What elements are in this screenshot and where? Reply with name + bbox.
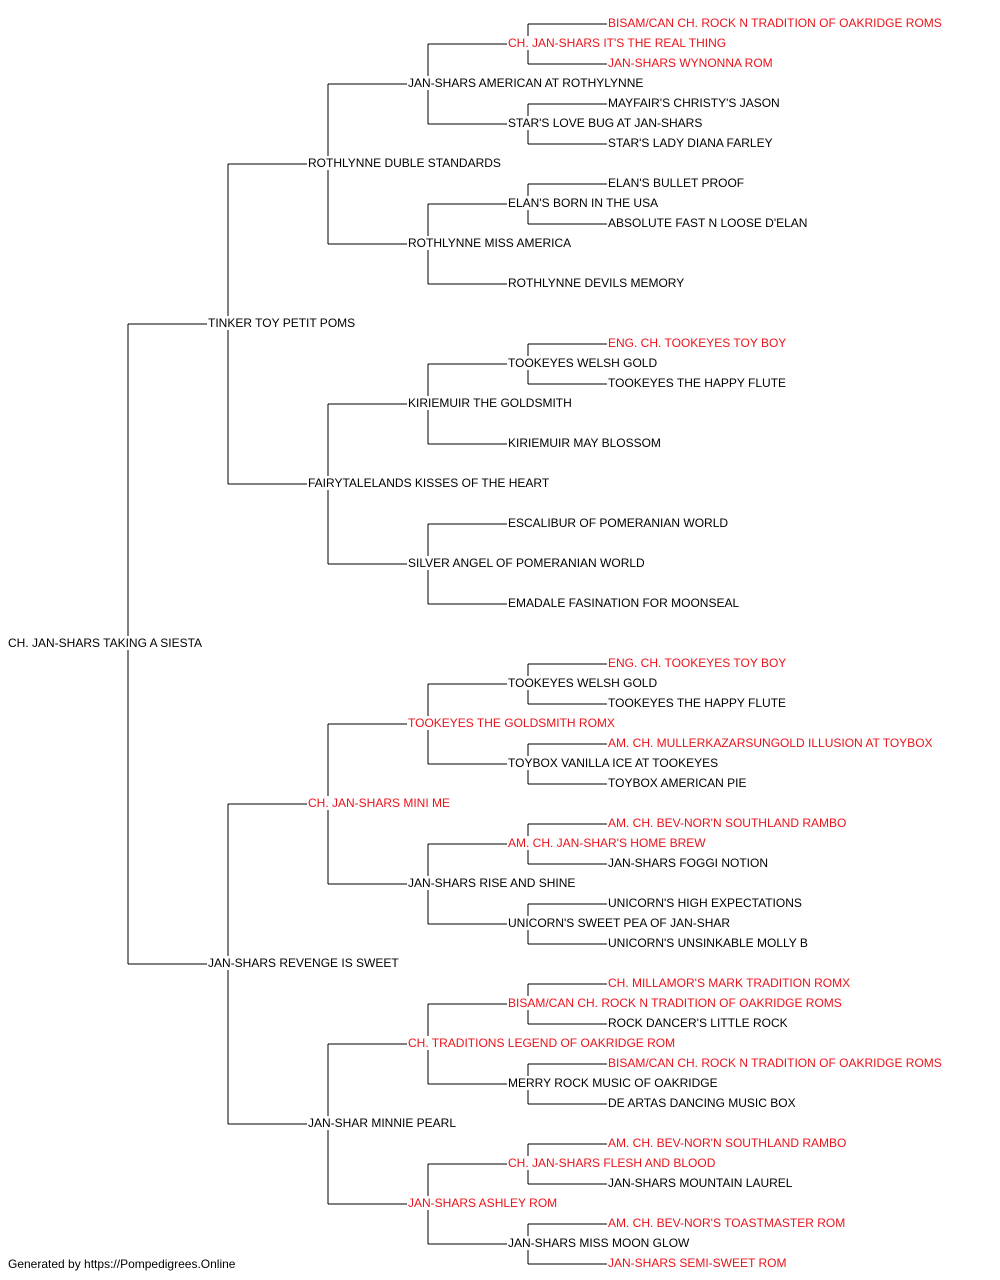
ancestor-name: CH. JAN-SHARS IT'S THE REAL THING — [507, 36, 728, 50]
ancestor-name: TOYBOX VANILLA ICE AT TOOKEYES — [507, 756, 720, 770]
ancestor-name: DE ARTAS DANCING MUSIC BOX — [607, 1096, 797, 1110]
ancestor-name: JAN-SHARS FOGGI NOTION — [607, 856, 770, 870]
ancestor-name: BISAM/CAN CH. ROCK N TRADITION OF OAKRID… — [607, 16, 943, 30]
ancestor-name: JAN-SHARS AMERICAN AT ROTHYLYNNE — [407, 76, 645, 90]
ancestor-name: ABSOLUTE FAST N LOOSE D'ELAN — [607, 216, 809, 230]
ancestor-name: BISAM/CAN CH. ROCK N TRADITION OF OAKRID… — [507, 996, 843, 1010]
ancestor-name: EMADALE FASINATION FOR MOONSEAL — [507, 596, 741, 610]
ancestor-name: AM. CH. BEV-NOR'N SOUTHLAND RAMBO — [607, 816, 848, 830]
ancestor-name: AM. CH. BEV-NOR'S TOASTMASTER ROM — [607, 1216, 847, 1230]
ancestor-name: ROTHLYNNE DEVILS MEMORY — [507, 276, 686, 290]
ancestor-name: JAN-SHARS ASHLEY ROM — [407, 1196, 559, 1210]
ancestor-name: TOOKEYES WELSH GOLD — [507, 676, 659, 690]
ancestor-name: TINKER TOY PETIT POMS — [207, 316, 357, 330]
ancestor-name: KIRIEMUIR MAY BLOSSOM — [507, 436, 662, 450]
ancestor-name: AM. CH. BEV-NOR'N SOUTHLAND RAMBO — [607, 1136, 848, 1150]
ancestor-name: ENG. CH. TOOKEYES TOY BOY — [607, 656, 788, 670]
ancestor-name: TOOKEYES WELSH GOLD — [507, 356, 659, 370]
ancestor-name: JAN-SHARS MOUNTAIN LAUREL — [607, 1176, 794, 1190]
ancestor-name: CH. JAN-SHARS MINI ME — [307, 796, 452, 810]
ancestor-name: CH. JAN-SHARS FLESH AND BLOOD — [507, 1156, 717, 1170]
ancestor-name: JAN-SHARS SEMI-SWEET ROM — [607, 1256, 788, 1270]
ancestor-name: CH. TRADITIONS LEGEND OF OAKRIDGE ROM — [407, 1036, 677, 1050]
ancestor-name: ENG. CH. TOOKEYES TOY BOY — [607, 336, 788, 350]
ancestor-name: KIRIEMUIR THE GOLDSMITH — [407, 396, 573, 410]
ancestor-name: BISAM/CAN CH. ROCK N TRADITION OF OAKRID… — [607, 1056, 943, 1070]
ancestor-name: UNICORN'S UNSINKABLE MOLLY B — [607, 936, 809, 950]
ancestor-name: ELAN'S BULLET PROOF — [607, 176, 746, 190]
ancestor-name: CH. MILLAMOR'S MARK TRADITION ROMX — [607, 976, 852, 990]
ancestor-name: AM. CH. JAN-SHAR'S HOME BREW — [507, 836, 707, 850]
ancestor-name: JAN-SHARS MISS MOON GLOW — [507, 1236, 691, 1250]
ancestor-name: MERRY ROCK MUSIC OF OAKRIDGE — [507, 1076, 719, 1090]
ancestor-name: ROTHLYNNE MISS AMERICA — [407, 236, 573, 250]
ancestor-name: FAIRYTALELANDS KISSES OF THE HEART — [307, 476, 551, 490]
ancestor-name: JAN-SHAR MINNIE PEARL — [307, 1116, 458, 1130]
ancestor-name: JAN-SHARS RISE AND SHINE — [407, 876, 577, 890]
ancestor-name: ROCK DANCER'S LITTLE ROCK — [607, 1016, 789, 1030]
ancestor-name: SILVER ANGEL OF POMERANIAN WORLD — [407, 556, 646, 570]
ancestor-name: STAR'S LADY DIANA FARLEY — [607, 136, 774, 150]
ancestor-name: ROTHLYNNE DUBLE STANDARDS — [307, 156, 502, 170]
ancestor-name: TOOKEYES THE HAPPY FLUTE — [607, 376, 788, 390]
ancestor-name: UNICORN'S SWEET PEA OF JAN-SHAR — [507, 916, 732, 930]
ancestor-name: STAR'S LOVE BUG AT JAN-SHARS — [507, 116, 704, 130]
ancestor-name: TOYBOX AMERICAN PIE — [607, 776, 748, 790]
generator-credit: Generated by https://Pompedigrees.Online — [8, 1257, 236, 1271]
ancestor-name: JAN-SHARS REVENGE IS SWEET — [207, 956, 400, 970]
subject-dog-name: CH. JAN-SHARS TAKING A SIESTA — [7, 636, 204, 650]
ancestor-name: AM. CH. MULLERKAZARSUNGOLD ILLUSION AT T… — [607, 736, 934, 750]
ancestor-name: TOOKEYES THE HAPPY FLUTE — [607, 696, 788, 710]
ancestor-name: UNICORN'S HIGH EXPECTATIONS — [607, 896, 803, 910]
ancestor-name: JAN-SHARS WYNONNA ROM — [607, 56, 774, 70]
ancestor-name: MAYFAIR'S CHRISTY'S JASON — [607, 96, 781, 110]
ancestor-name: ESCALIBUR OF POMERANIAN WORLD — [507, 516, 730, 530]
ancestor-name: ELAN'S BORN IN THE USA — [507, 196, 660, 210]
ancestor-name: TOOKEYES THE GOLDSMITH ROMX — [407, 716, 616, 730]
